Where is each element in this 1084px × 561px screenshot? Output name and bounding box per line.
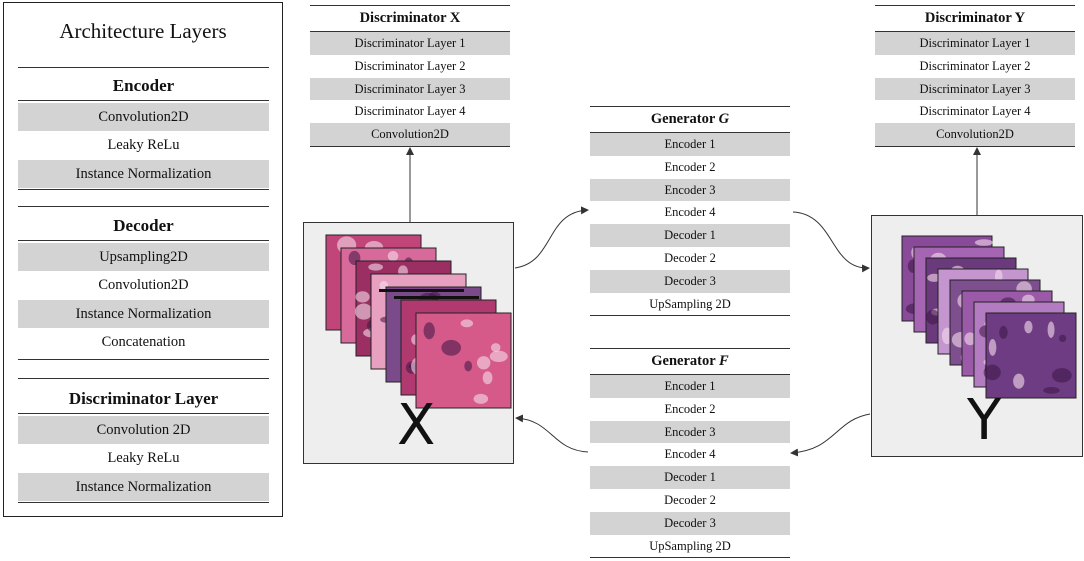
generator-g-row: UpSampling 2D xyxy=(649,296,731,311)
generator-g-row: Encoder 3 xyxy=(590,178,790,202)
encoder-layer-row: Instance Normalization xyxy=(18,160,269,188)
generator-g-row: Encoder 2 xyxy=(664,159,716,174)
discriminator-y-row: Convolution2D xyxy=(875,123,1075,146)
discriminator-layer-row: Convolution 2D xyxy=(18,416,269,444)
decoder-layer-row: Upsampling2D xyxy=(18,243,269,271)
discriminator-x-table: Discriminator X Discriminator Layer 1 Di… xyxy=(310,5,510,147)
architecture-layers-panel: Architecture Layers Encoder Convolution2… xyxy=(3,2,283,517)
decoder-layer-row: Convolution2D xyxy=(98,277,189,293)
generator-g-title: Generator G xyxy=(650,111,730,127)
generator-g-row: Decoder 3 xyxy=(590,269,790,293)
generator-g-row: Encoder 1 xyxy=(590,133,790,156)
domain-x-label: X xyxy=(397,393,436,458)
tissue-tile xyxy=(415,312,512,409)
discriminator-y-table: Discriminator Y Discriminator Layer 1 Di… xyxy=(875,5,1075,147)
section-divider xyxy=(18,359,269,360)
discriminator-x-row: Discriminator Layer 3 xyxy=(310,77,510,101)
generator-f-row: Encoder 3 xyxy=(590,420,790,444)
section-divider xyxy=(18,67,269,68)
generator-f-row: Encoder 2 xyxy=(664,401,716,416)
discriminator-y-title: Discriminator Y xyxy=(924,10,1026,26)
section-divider xyxy=(18,100,269,101)
domain-x-image-box: X xyxy=(303,222,514,464)
section-divider xyxy=(18,189,269,190)
discriminator-x-row: Discriminator Layer 4 xyxy=(354,104,466,119)
discriminator-y-row: Discriminator Layer 1 xyxy=(875,32,1075,55)
domain-y-image-box: Y xyxy=(871,215,1083,457)
domain-y-tissue-stack xyxy=(901,235,1077,399)
discriminator-x-row: Discriminator Layer 1 xyxy=(310,32,510,55)
generator-f-row: UpSampling 2D xyxy=(649,538,731,553)
panel-title: Architecture Layers xyxy=(59,19,227,43)
overlay-bar xyxy=(394,296,479,299)
discriminator-y-row: Discriminator Layer 2 xyxy=(919,58,1031,73)
discriminator-x-row: Discriminator Layer 2 xyxy=(354,58,466,73)
decoder-heading: Decoder xyxy=(113,216,174,235)
generator-f-row: Decoder 3 xyxy=(590,511,790,535)
generator-f-table: Generator F Encoder 1 Encoder 2 Encoder … xyxy=(590,348,790,559)
generator-g-row: Decoder 2 xyxy=(664,250,716,265)
arrow-y-to-generator-f xyxy=(790,413,871,457)
encoder-layer-row: Convolution2D xyxy=(18,103,269,131)
discriminator-layer-row: Leaky ReLu xyxy=(107,450,180,466)
discriminator-layer-heading: Discriminator Layer xyxy=(68,389,219,408)
discriminator-y-row: Discriminator Layer 3 xyxy=(875,77,1075,101)
decoder-layer-row: Instance Normalization xyxy=(18,300,269,328)
generator-g-row: Encoder 4 xyxy=(664,205,716,220)
section-divider xyxy=(18,378,269,379)
discriminator-x-title: Discriminator X xyxy=(359,10,461,26)
discriminator-y-row: Discriminator Layer 4 xyxy=(919,104,1031,119)
decoder-layer-row: Concatenation xyxy=(101,334,186,350)
arrow-generator-g-to-y xyxy=(792,211,870,273)
discriminator-layer-row: Instance Normalization xyxy=(18,473,269,501)
generator-g-row: Decoder 1 xyxy=(590,224,790,247)
arrow-generator-f-to-x xyxy=(515,414,589,453)
generator-f-row: Encoder 1 xyxy=(590,375,790,398)
generator-f-row: Decoder 2 xyxy=(664,492,716,507)
tissue-tile xyxy=(983,312,1077,399)
arrow-x-to-generator-g xyxy=(514,206,589,269)
domain-y-label: Y xyxy=(967,388,1002,453)
section-divider xyxy=(18,240,269,241)
domain-x-tissue-stack xyxy=(325,234,512,409)
section-divider xyxy=(18,502,269,503)
section-divider xyxy=(18,206,269,207)
generator-f-row: Encoder 4 xyxy=(664,447,716,462)
section-divider xyxy=(18,413,269,414)
generator-f-title: Generator F xyxy=(651,353,729,369)
overlay-bar xyxy=(379,289,464,292)
generator-f-row: Decoder 1 xyxy=(590,466,790,489)
generator-g-table: Generator G Encoder 1 Encoder 2 Encoder … xyxy=(590,106,790,317)
discriminator-x-row: Convolution2D xyxy=(310,123,510,146)
encoder-heading: Encoder xyxy=(112,76,175,95)
encoder-layer-row: Leaky ReLu xyxy=(107,137,180,153)
